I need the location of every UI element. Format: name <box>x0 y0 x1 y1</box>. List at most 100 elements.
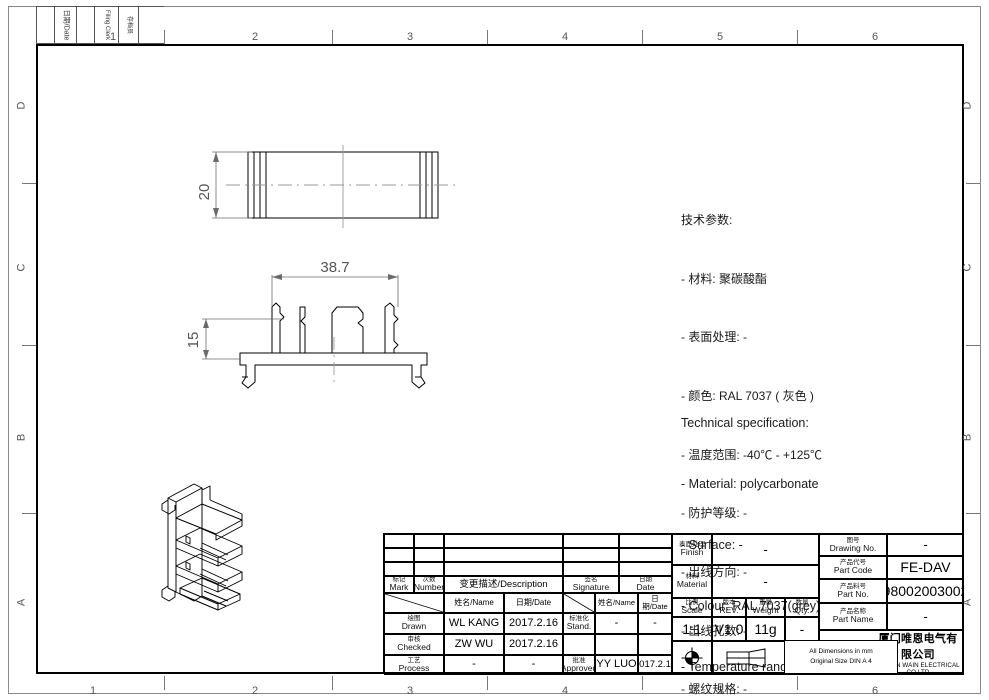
spec-en-line-2: - Colour: RAL 7037(grey) <box>681 599 821 614</box>
qty-value: - <box>785 617 819 641</box>
zone-row-b-right: B <box>961 433 974 442</box>
zone-tick-bottom-4 <box>642 676 643 690</box>
scale-value: 1:1 <box>672 617 712 641</box>
zone-tick-left-3 <box>22 513 36 514</box>
part-name-value: - <box>887 603 964 630</box>
zone-col-6-top: 6 <box>871 31 879 43</box>
rev-row-3-signature <box>563 562 619 576</box>
spec-cn-line-6: - 出线孔数: - <box>681 623 747 638</box>
sign-header-name-cn: 姓名 <box>454 597 471 607</box>
zone-tick-bottom-5 <box>797 676 798 690</box>
dimension-notes-line-1: All Dimensions in mm <box>809 648 873 656</box>
sign-header-name: 姓名/Name <box>444 593 504 613</box>
sign-row-3-name-2: YY LUO <box>595 655 638 675</box>
zone-col-1-top: 1 <box>109 31 117 43</box>
sign-row-1-role-cn: 绘图 <box>407 615 421 623</box>
sign-header-name2-cn: 姓名 <box>597 598 613 608</box>
drawing-no-label-cn: 图号 <box>846 536 860 544</box>
sign-row-1-date: 2017.2.16 <box>504 613 563 634</box>
zone-tick-bottom-3 <box>487 676 488 690</box>
sign-header-diagonal-left <box>384 593 444 613</box>
sign-row-2-name-value: ZW WU <box>454 637 494 650</box>
rev-row-2-signature <box>563 548 619 562</box>
part-name-value-text: - <box>923 608 928 624</box>
first-angle-projection-icon <box>726 648 765 668</box>
sign-header-name2-en: Name <box>615 598 636 608</box>
sign-row-1-date-2: - <box>638 613 672 634</box>
zone-row-d-right: D <box>961 101 974 110</box>
sign-header-date: 日期/Date <box>504 593 563 613</box>
header-strip-cell-filing-clerk: Filing Clerk <box>95 7 119 43</box>
part-no-label-cn: 产品料号 <box>840 582 866 590</box>
sign-header-diagonal-right <box>563 593 595 613</box>
sign-row-1-name-value: WL KANG <box>448 616 500 629</box>
sign-header-date-2: 日期/Date <box>638 593 672 613</box>
material-value-text: - <box>763 573 768 589</box>
zone-tick-top-2 <box>332 30 333 44</box>
zone-row-c-left: C <box>15 263 28 272</box>
sign-row-1-role2-cn: 标准化 <box>569 615 589 623</box>
scale-value-text: 1:1 <box>682 620 702 637</box>
part-no-value-text: 1980020030022 <box>888 582 963 599</box>
rev-value-text: V1.0 <box>714 620 744 637</box>
technical-parameters-cn: 技术参数: - 材料: 聚碳酸酯 - 表面处理: - - 颜色: RAL 703… <box>681 172 822 700</box>
rev-header-number-cn: 次数 <box>422 576 436 584</box>
sign-header-name-en: Name <box>472 597 494 607</box>
qty-label-cn: 数量 <box>795 599 809 607</box>
weight-label-cn: 重量 <box>759 599 772 607</box>
material-label-en: Material <box>676 579 708 590</box>
cross-section-view: 38.7 15 <box>180 255 490 405</box>
drawing-no-value: - <box>887 534 964 556</box>
sign-header-date-en: Date <box>534 597 552 607</box>
datum-target-icon <box>681 647 703 669</box>
scale-label-en: Scale <box>681 605 703 616</box>
sign-row-2-role-en: Checked <box>397 642 431 653</box>
section-dimension-15: 15 <box>185 332 202 349</box>
outer-frame <box>8 6 981 694</box>
rev-label-en: REV. <box>719 605 739 616</box>
sign-row-1-date-value: 2017.2.16 <box>509 616 558 629</box>
finish-value-text: - <box>763 541 768 557</box>
spec-cn-line-1: - 表面处理: - <box>681 330 747 345</box>
rev-header-mark-cn: 标记 <box>392 576 406 584</box>
rev-header-mark-en: Mark <box>389 582 409 593</box>
weight-value-text: 11g <box>754 620 777 637</box>
zone-tick-top-4 <box>642 30 643 44</box>
sign-row-1-name: WL KANG <box>444 613 504 634</box>
zone-col-3-bottom: 3 <box>406 685 414 697</box>
rev-row-1-date <box>619 534 672 548</box>
sign-header-date2-en: Date <box>651 602 668 611</box>
zone-tick-bottom-1 <box>164 676 165 690</box>
sign-row-3-date2-value: 2017.2.16 <box>639 659 671 671</box>
rev-value: V1.0 <box>712 617 746 641</box>
sign-row-2-date: 2017.2.16 <box>504 634 563 655</box>
rev-row-1-mark <box>384 534 414 548</box>
finish-value: - <box>712 534 819 565</box>
sign-row-2-role-2 <box>563 634 595 655</box>
zone-tick-left-2 <box>22 345 36 346</box>
spec-cn-line-0: - 材料: 聚碳酸酯 <box>681 271 767 286</box>
company-name-cn: 厦门唯恩电气有限公司 <box>878 632 958 661</box>
weight-value: 11g <box>746 617 785 641</box>
zone-row-b-left: B <box>15 433 28 442</box>
rev-header-date-en: Date <box>636 582 655 593</box>
rev-row-3-date <box>619 562 672 576</box>
zone-tick-right-2 <box>966 345 980 346</box>
section-dimension-38-7: 38.7 <box>320 259 349 276</box>
zone-col-5-top: 5 <box>716 31 724 43</box>
rev-row-1-description <box>444 534 563 548</box>
sign-row-3-date: - <box>504 655 563 675</box>
datum-target-symbol-cell <box>672 641 712 675</box>
rev-row-3-description <box>444 562 563 576</box>
rev-header-number-en: Number <box>414 582 444 593</box>
sign-row-3-role2-cn: 批准 <box>572 656 586 664</box>
rev-row-1-signature <box>563 534 619 548</box>
